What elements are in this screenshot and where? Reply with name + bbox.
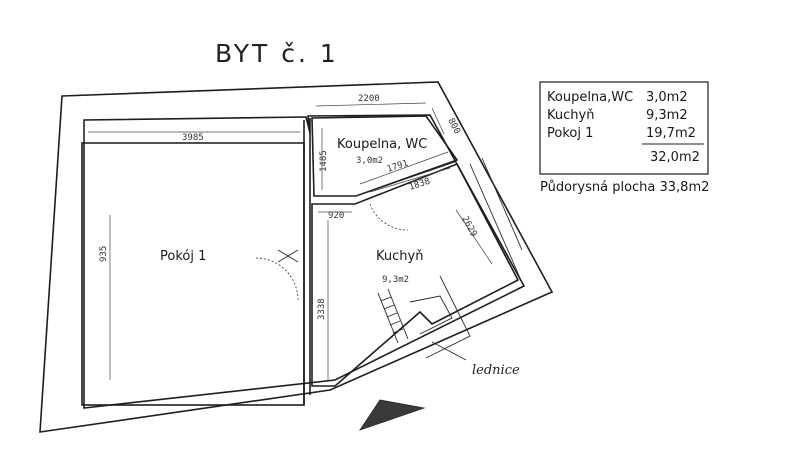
room-label-pokoj-1: Pokój 1 — [160, 249, 206, 264]
lednice-annotation: lednice — [472, 363, 520, 378]
room-label-koupelna: Koupelna, WC — [337, 137, 427, 152]
door-swing-pokoj — [255, 257, 299, 301]
kitchen-stove — [377, 288, 409, 344]
dim-800: 800 — [445, 117, 461, 136]
dim-2629: 2629 — [459, 215, 478, 239]
legend-name-kuchyn: Kuchyň — [547, 108, 594, 123]
room-area-koupelna: 3,0m2 — [356, 156, 383, 166]
outer-wall — [39, 81, 554, 433]
dim-1485: 1485 — [319, 150, 329, 172]
room-kuchyn-walls — [311, 162, 520, 387]
inner-wall — [83, 114, 526, 409]
legend-area-koupelna: 3,0m2 — [646, 90, 688, 105]
dim-935: 935 — [99, 246, 109, 262]
floor-area-label: Půdorysná plocha 33,8m2 — [540, 180, 709, 195]
dim-2200: 2200 — [358, 94, 380, 104]
legend-total: 32,0m2 — [650, 150, 700, 165]
lednice-pointer — [431, 341, 467, 361]
plan-title: BYT č. 1 — [215, 39, 339, 68]
kitchen-counter — [425, 275, 471, 359]
room-area-kuchyn: 9,3m2 — [382, 275, 409, 285]
legend-name-koupelna: Koupelna,WC — [547, 90, 633, 105]
orientation-arrow-icon — [359, 399, 426, 431]
legend-area-pokoj: 19,7m2 — [646, 126, 696, 141]
dim-1791: 1791 — [386, 159, 410, 175]
dim-3338: 3338 — [317, 298, 327, 320]
legend-area-kuchyn: 9,3m2 — [646, 108, 688, 123]
area-legend: Koupelna,WC 3,0m2 Kuchyň 9,3m2 Pokoj 1 1… — [539, 81, 709, 175]
room-koupelna-walls — [311, 115, 459, 197]
legend-box — [539, 81, 709, 175]
dim-3985: 3985 — [182, 133, 204, 143]
dim-1838: 1838 — [408, 177, 432, 193]
room-pokoj-1-walls — [81, 142, 305, 406]
dim-920: 920 — [328, 211, 344, 221]
door-swing-kuchyn — [369, 203, 409, 231]
legend-name-pokoj: Pokoj 1 — [547, 126, 593, 141]
room-label-kuchyn: Kuchyň — [376, 249, 423, 264]
